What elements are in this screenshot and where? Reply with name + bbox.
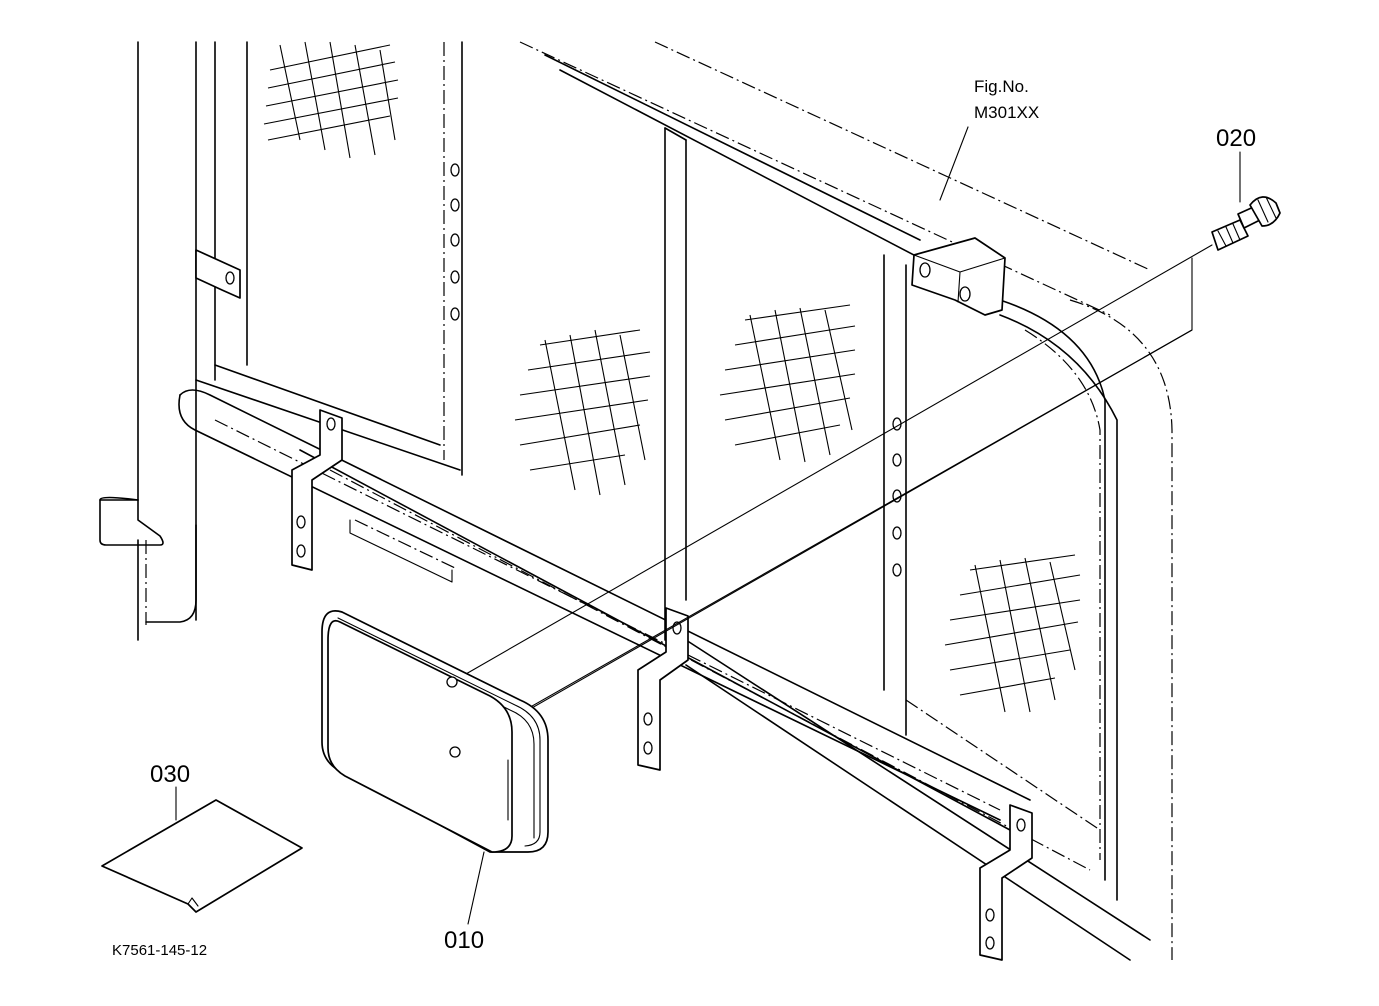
top-corner-mount-bracket: [911, 237, 1006, 316]
assembly-guide-lines: [451, 244, 1213, 753]
figure-number-label: Fig.No.: [974, 77, 1029, 96]
callout-010: 010: [444, 927, 484, 954]
figure-number-value: M301XX: [974, 103, 1039, 122]
handrail-bracket-2: [637, 607, 689, 771]
drawing-code: K7561-145-12: [112, 942, 207, 959]
cab-frame: [99, 41, 1173, 961]
handrail-bracket-3: [979, 804, 1033, 961]
sheet-part-030: [101, 799, 303, 913]
work-light-part-010: [321, 610, 549, 853]
callout-030: 030: [150, 761, 190, 788]
mesh-pattern-center-left: [514, 329, 651, 496]
leader-lines: [175, 126, 1241, 925]
mesh-pattern-right: [944, 554, 1081, 713]
pillar-mounting-holes: [450, 163, 902, 577]
mesh-pattern-top-left: [263, 41, 399, 159]
callout-020: 020: [1216, 125, 1256, 152]
bolt-part-020: [1211, 196, 1281, 251]
mesh-pattern-center: [719, 304, 856, 463]
handrail-bracket-1: [291, 409, 343, 571]
left-upper-bracket: [195, 249, 241, 299]
